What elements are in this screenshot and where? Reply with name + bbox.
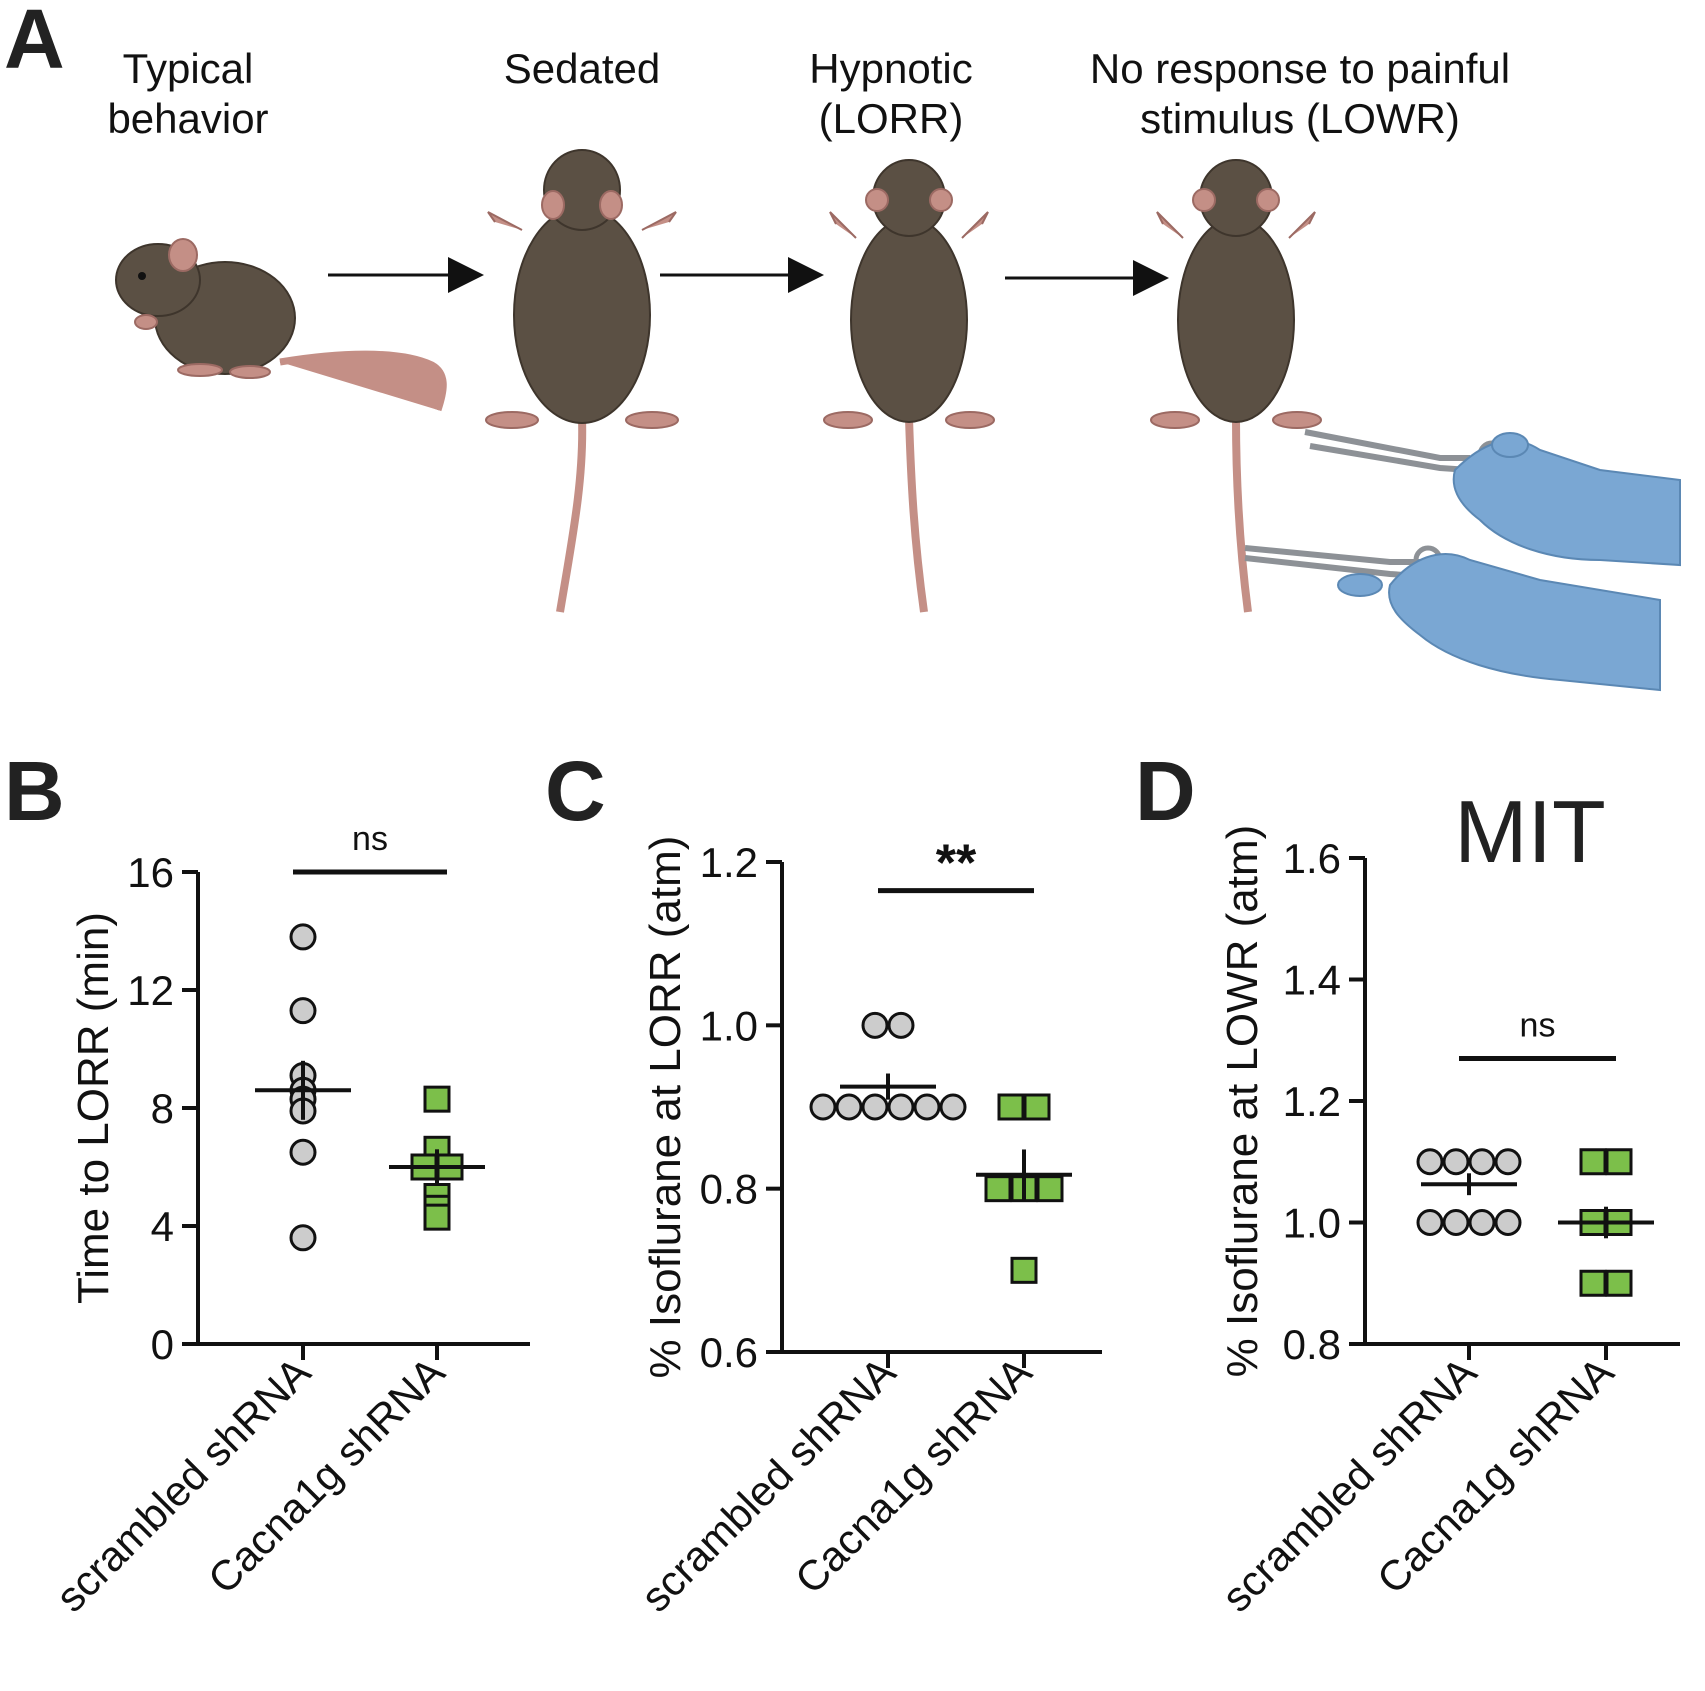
data-point-cacna1g <box>1605 1269 1633 1297</box>
y-tick-label: 0.6 <box>700 1329 758 1376</box>
stage-typical-label: Typical behavior <box>107 45 268 142</box>
stage-hypnotic-line1: Hypnotic <box>809 45 972 92</box>
stage-typical-line2: behavior <box>107 95 268 142</box>
y-tick-label: 0.8 <box>700 1166 758 1213</box>
panel-letter-b: B <box>4 744 65 838</box>
stage-no-response-label: No response to painful stimulus (LOWR) <box>1090 45 1510 142</box>
panel-letter-c: C <box>545 744 606 838</box>
data-point-scrambled <box>1494 1209 1522 1236</box>
data-point-scrambled <box>1416 1148 1444 1176</box>
data-point-scrambled <box>1442 1209 1470 1236</box>
data-point-cacna1g <box>1579 1269 1607 1297</box>
stage-sedated-label: Sedated <box>504 45 660 92</box>
y-tick-label: 1.2 <box>700 839 758 886</box>
data-point-scrambled <box>835 1093 863 1121</box>
data-point-scrambled <box>289 997 317 1025</box>
data-point-cacna1g <box>1036 1175 1064 1203</box>
y-axis-label: Time to LORR (min) <box>69 912 118 1304</box>
mouse-supine-icon <box>485 149 679 613</box>
chart-isoflurane-lorr: 0.6 0.8 1.0 1.2% Isoflurane at LORR (atm)sc… <box>632 835 1102 1621</box>
stage-hypnotic-line2: (LORR) <box>819 95 964 142</box>
data-point-scrambled <box>1416 1209 1444 1236</box>
mouse-supine-icon <box>823 159 995 613</box>
chart-isoflurane-lowr: 0.8 1.0 1.2 1.4 1.6 % Isoflurane at LOWR (atm… <box>1213 825 1680 1621</box>
panel-d-note: MIT <box>1454 782 1606 881</box>
data-point-scrambled <box>1468 1148 1496 1176</box>
data-point-scrambled <box>289 1138 317 1166</box>
data-point-scrambled <box>887 1093 915 1121</box>
y-tick-label: 4 <box>151 1203 174 1250</box>
y-tick-label: 16 <box>127 849 174 896</box>
y-tick-label: 0.8 <box>1283 1321 1341 1368</box>
data-point-cacna1g <box>423 1203 451 1231</box>
y-tick-label: 0 <box>151 1321 174 1368</box>
data-point-scrambled <box>289 923 317 951</box>
data-point-scrambled <box>1494 1148 1522 1176</box>
data-point-scrambled <box>1468 1209 1496 1236</box>
data-point-scrambled <box>939 1093 967 1121</box>
data-point-scrambled <box>289 1224 317 1252</box>
data-point-scrambled <box>809 1093 837 1121</box>
data-point-scrambled <box>861 1093 889 1121</box>
data-point-cacna1g <box>1605 1148 1633 1176</box>
data-point-scrambled <box>1442 1148 1470 1176</box>
y-tick-label: 1.6 <box>1283 835 1341 882</box>
data-point-scrambled <box>861 1011 889 1039</box>
data-point-cacna1g <box>984 1175 1012 1203</box>
significance-label: ** <box>936 835 977 893</box>
y-tick-label: 1.0 <box>1283 1200 1341 1247</box>
mouse-supine-icon <box>1150 159 1322 613</box>
x-tick-label: Cacna1g shRNA <box>199 1348 453 1602</box>
significance-label: ns <box>352 820 388 858</box>
gloved-hand-icon <box>1452 432 1681 567</box>
x-tick-label: Cacna1g shRNA <box>1368 1348 1622 1602</box>
gloved-hand-icon <box>1337 553 1661 692</box>
y-tick-label: 8 <box>151 1085 174 1132</box>
x-tick-label: scrambled shRNA <box>632 1348 905 1621</box>
data-point-cacna1g <box>423 1085 451 1113</box>
stage-no-response-line2: stimulus (LOWR) <box>1140 95 1460 142</box>
y-tick-label: 1.2 <box>1283 1078 1341 1125</box>
stage-typical-line1: Typical <box>123 45 254 92</box>
x-tick-label: scrambled shRNA <box>47 1348 320 1621</box>
y-tick-label: 1.4 <box>1283 957 1341 1004</box>
data-point-cacna1g <box>1579 1148 1607 1176</box>
x-tick-label: Cacna1g shRNA <box>786 1348 1040 1602</box>
y-axis-label: % Isoflurane at LORR (atm) <box>641 836 690 1379</box>
data-point-cacna1g <box>1023 1093 1051 1121</box>
data-point-cacna1g <box>997 1093 1025 1121</box>
x-tick-label: scrambled shRNA <box>1213 1348 1486 1621</box>
data-point-scrambled <box>887 1011 915 1039</box>
y-tick-label: 1.0 <box>700 1002 758 1049</box>
panel-letter-d: D <box>1135 744 1196 838</box>
mouse-sitting-icon <box>115 238 447 412</box>
significance-label: ns <box>1520 1006 1556 1044</box>
y-tick-label: 12 <box>127 967 174 1014</box>
panel-letter-a: A <box>4 0 65 86</box>
data-point-scrambled <box>913 1093 941 1121</box>
data-point-cacna1g <box>1010 1256 1038 1284</box>
y-axis-label: % Isoflurane at LOWR (atm) <box>1218 825 1267 1378</box>
stage-hypnotic-label: Hypnotic (LORR) <box>809 45 972 142</box>
stage-no-response-line1: No response to painful <box>1090 45 1510 92</box>
